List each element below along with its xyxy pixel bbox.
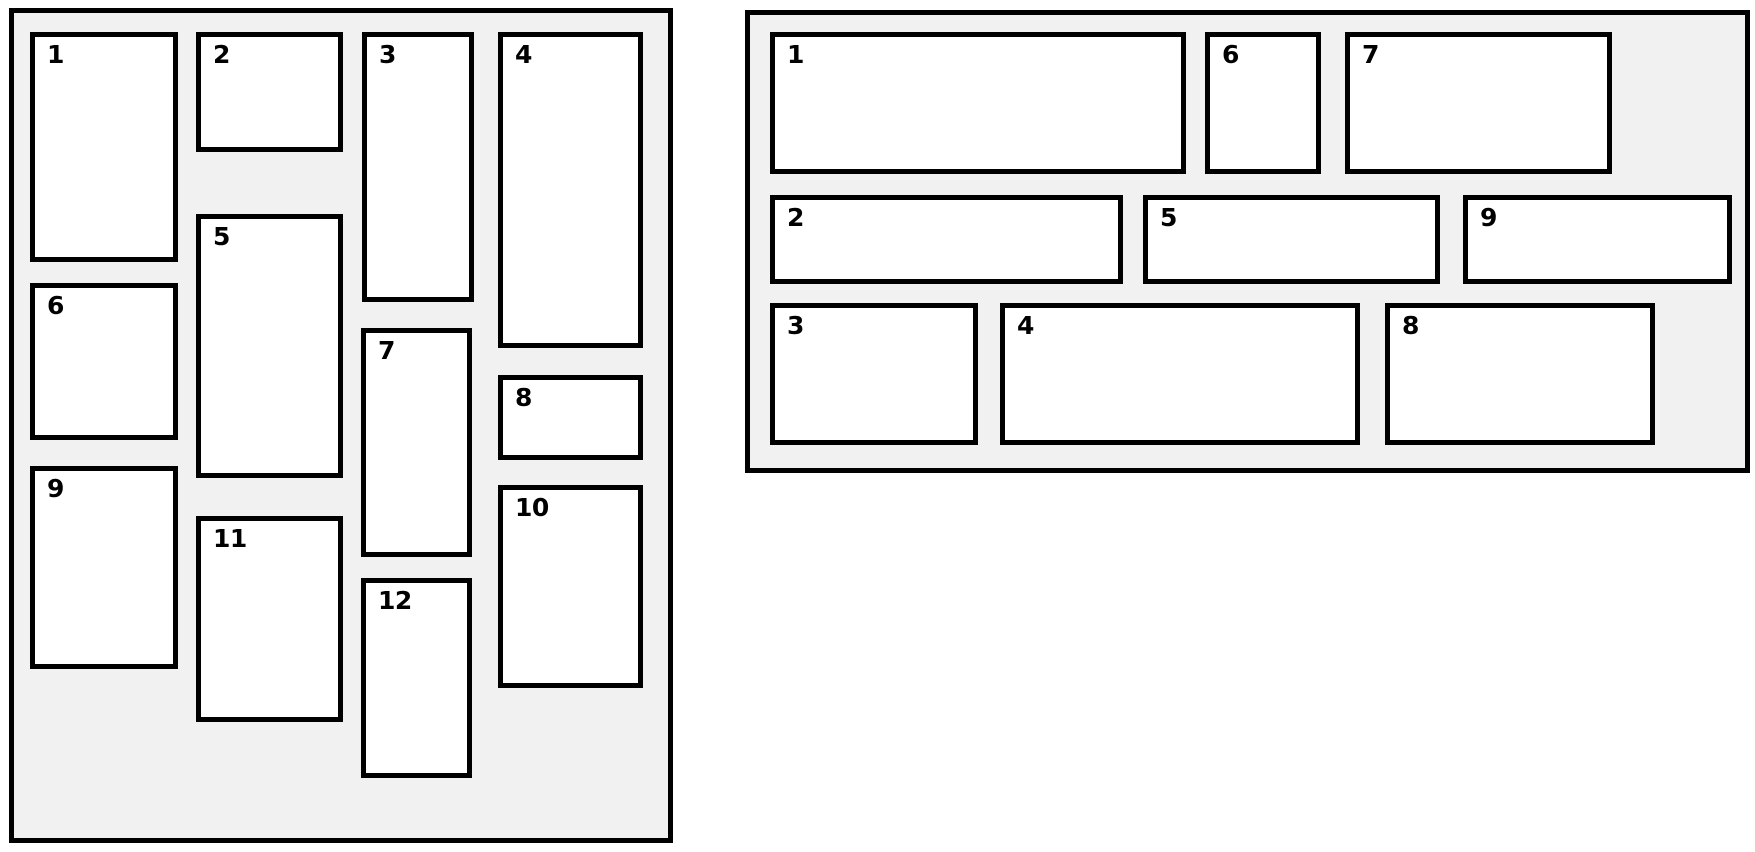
rect-left-8[interactable]: 8 <box>498 375 643 460</box>
rect-label: 10 <box>515 493 549 522</box>
rect-label: 4 <box>1017 311 1034 340</box>
rect-left-6[interactable]: 6 <box>30 283 178 440</box>
rect-right-3[interactable]: 3 <box>770 303 978 445</box>
rect-right-6[interactable]: 6 <box>1205 32 1321 174</box>
rect-left-7[interactable]: 7 <box>361 328 472 557</box>
rect-right-1[interactable]: 1 <box>770 32 1186 174</box>
rect-label: 7 <box>1362 40 1379 69</box>
rect-label: 11 <box>213 524 247 553</box>
rect-label: 12 <box>378 586 412 615</box>
rect-label: 1 <box>47 40 64 69</box>
rect-label: 1 <box>787 40 804 69</box>
rect-right-9[interactable]: 9 <box>1463 195 1732 284</box>
rect-left-9[interactable]: 9 <box>30 466 178 669</box>
rect-label: 4 <box>515 40 532 69</box>
rect-label: 3 <box>787 311 804 340</box>
rect-label: 2 <box>213 40 230 69</box>
rect-label: 7 <box>378 336 395 365</box>
rect-left-3[interactable]: 3 <box>362 32 474 302</box>
rect-right-2[interactable]: 2 <box>770 195 1123 284</box>
rect-left-11[interactable]: 11 <box>196 516 343 722</box>
rect-label: 6 <box>47 291 64 320</box>
rect-right-7[interactable]: 7 <box>1345 32 1612 174</box>
rect-left-12[interactable]: 12 <box>361 578 472 778</box>
rect-label: 8 <box>515 383 532 412</box>
rect-left-10[interactable]: 10 <box>498 485 643 688</box>
rect-right-5[interactable]: 5 <box>1143 195 1440 284</box>
rect-right-8[interactable]: 8 <box>1385 303 1655 445</box>
rect-label: 5 <box>1160 203 1177 232</box>
rect-label: 9 <box>1480 203 1497 232</box>
rect-label: 9 <box>47 474 64 503</box>
rect-left-5[interactable]: 5 <box>196 214 343 478</box>
rect-label: 3 <box>379 40 396 69</box>
rect-label: 6 <box>1222 40 1239 69</box>
rect-right-4[interactable]: 4 <box>1000 303 1360 445</box>
rect-left-4[interactable]: 4 <box>498 32 643 348</box>
rect-label: 5 <box>213 222 230 251</box>
rect-left-2[interactable]: 2 <box>196 32 343 152</box>
rect-label: 8 <box>1402 311 1419 340</box>
rect-left-1[interactable]: 1 <box>30 32 178 262</box>
rect-label: 2 <box>787 203 804 232</box>
